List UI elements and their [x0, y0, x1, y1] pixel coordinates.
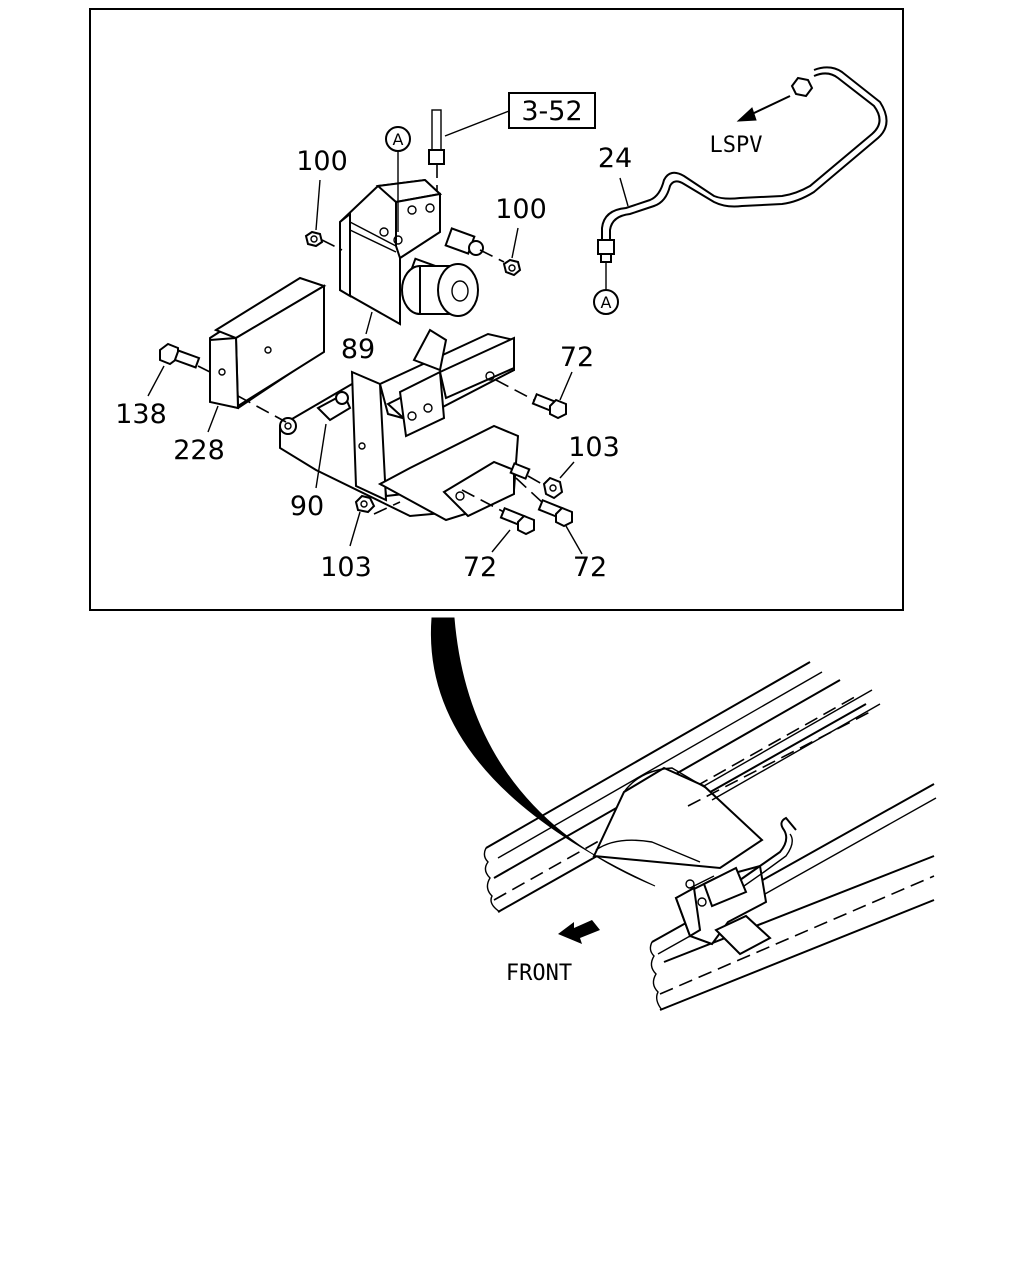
label-front: FRONT	[506, 961, 572, 986]
detail-frame	[89, 8, 904, 611]
bracket-90	[237, 328, 520, 522]
nut-100-left	[304, 179, 343, 251]
label-89: 89	[341, 334, 375, 365]
detail-connector	[430, 617, 656, 887]
nut-100-right	[479, 227, 522, 277]
label-100-right: 100	[495, 194, 547, 225]
bolt-72-mid	[461, 489, 535, 553]
reference-box-label: 3-52	[521, 96, 582, 127]
chassis-frame	[483, 661, 937, 1011]
reference-box: 3-52	[444, 92, 596, 137]
label-138: 138	[115, 399, 167, 430]
front-arrow	[558, 920, 600, 944]
bolt-138	[147, 342, 211, 397]
label-228: 228	[173, 435, 225, 466]
marker-a-top: A	[385, 126, 411, 152]
bolt-72-upper	[495, 371, 573, 420]
label-lspv: LSPV	[710, 133, 763, 158]
svg-text:A: A	[601, 293, 612, 312]
abs-hydraulic-unit	[339, 109, 484, 335]
label-72-upper: 72	[560, 342, 594, 373]
label-72-mid: 72	[463, 552, 497, 583]
label-103-right: 103	[568, 432, 620, 463]
label-103-left: 103	[320, 552, 372, 583]
nut-103-left	[349, 494, 401, 547]
svg-text:A: A	[393, 130, 404, 149]
label-90: 90	[290, 491, 324, 522]
label-100-left: 100	[296, 146, 348, 177]
marker-a-pipe: A	[593, 289, 619, 315]
label-72-right: 72	[573, 552, 607, 583]
brake-pipe	[597, 66, 888, 290]
bracket-228	[207, 276, 327, 433]
nut-103-right	[509, 461, 575, 500]
label-24: 24	[598, 143, 632, 174]
bolt-72-right	[515, 477, 583, 555]
